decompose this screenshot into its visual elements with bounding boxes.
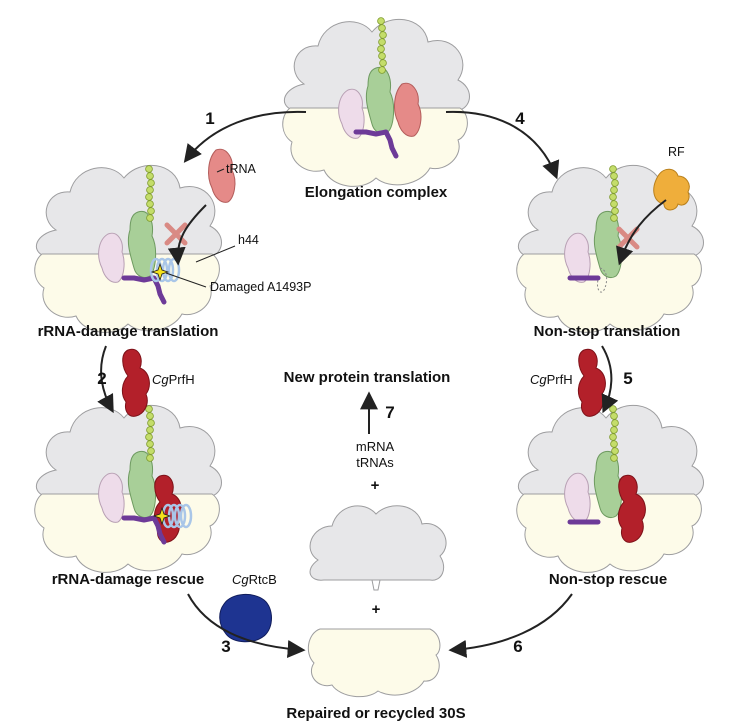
step-number-3: 3 (221, 637, 230, 656)
ribosome-nonstop-translation (516, 164, 704, 333)
step-number-7: 7 (385, 403, 394, 422)
arrow-step-1 (183, 110, 307, 163)
label-elongation-complex: Elongation complex (305, 184, 448, 201)
step-number-6: 6 (513, 637, 522, 656)
prfh-factor-left (121, 348, 150, 417)
arrow-step-6 (448, 593, 573, 658)
label-damaged-a1493p: Damaged A1493P (210, 280, 311, 294)
arrow-step-2 (97, 345, 114, 414)
arrow-step-5 (601, 345, 619, 414)
ribosome-rrna-damage-translation (34, 164, 223, 333)
free-large-subunit (309, 505, 447, 591)
label-trnas: tRNAs (356, 455, 394, 470)
step-number-5: 5 (623, 369, 632, 388)
ribosome-rrna-damage-rescue (34, 404, 223, 573)
arrow-step-3 (187, 593, 306, 658)
label-h44: h44 (238, 233, 259, 247)
label-nonstop-translation: Non-stop translation (534, 323, 681, 340)
arrow-step-4 (445, 110, 560, 180)
label-repaired-or-recycled-30s: Repaired or recycled 30S (286, 705, 465, 722)
ribosome-elongation (282, 17, 471, 187)
rtcb-enzyme (219, 594, 272, 643)
label-nonstop-rescue: Non-stop rescue (549, 571, 667, 588)
label-rrna-damage-translation: rRNA-damage translation (38, 323, 219, 340)
step-number-1: 1 (205, 109, 214, 128)
step-number-4: 4 (515, 109, 525, 128)
label-rtcb: CgRtcB (232, 572, 277, 587)
label-release-factor: RF (668, 145, 685, 159)
label-rrna-damage-rescue: rRNA-damage rescue (52, 571, 205, 588)
plus-sign-upper: + (371, 477, 380, 494)
ribosome-nonstop-rescue (516, 404, 704, 573)
free-small-subunit (307, 628, 441, 698)
prfh-factor-right (577, 348, 606, 417)
label-mrna: mRNA (356, 439, 395, 454)
plus-sign-lower: + (372, 601, 381, 618)
label-new-protein-translation: New protein translation (284, 369, 451, 386)
label-prfh-left: CgPrfH (152, 372, 195, 387)
label-prfh-right: CgPrfH (530, 372, 573, 387)
label-trna: tRNA (226, 162, 257, 176)
step-number-2: 2 (97, 369, 106, 388)
